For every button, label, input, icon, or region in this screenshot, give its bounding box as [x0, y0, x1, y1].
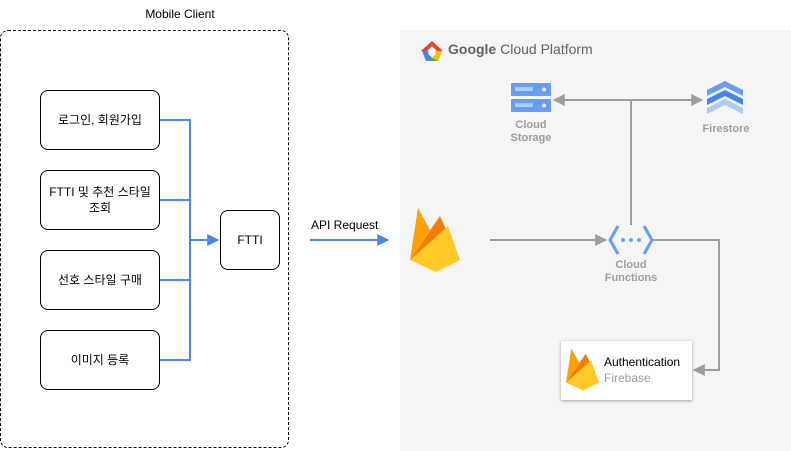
feature-purchase-label: 선호 스타일 구매 [58, 273, 142, 287]
feature-image-box[interactable]: 이미지 등록 [40, 330, 160, 390]
cloud-functions-label: Cloud Functions [604, 259, 658, 284]
feature-login-box[interactable]: 로그인, 회원가입 [40, 90, 160, 150]
feature-browse-box[interactable]: FTTI 및 추천 스타일 조회 [40, 170, 160, 230]
api-request-label: API Request [311, 218, 379, 232]
gcp-connectors [490, 94, 720, 376]
ftti-app-label: FTTI [237, 233, 263, 247]
feature-image-label: 이미지 등록 [70, 353, 130, 367]
cloud-functions-icon [608, 225, 654, 255]
cloud-storage-label: Cloud Storage [510, 119, 552, 144]
connector-login-to-ftti [160, 119, 220, 246]
connector-image-to-ftti [160, 240, 191, 361]
feature-purchase-box[interactable]: 선호 스타일 구매 [40, 250, 160, 310]
connector-browse-to-ftti [160, 199, 191, 240]
feature-login-label: 로그인, 회원가입 [58, 113, 142, 127]
gcp-title: Google Cloud Platform [448, 41, 593, 57]
firebase-icon [410, 208, 460, 272]
mobile-client-title: Mobile Client [145, 7, 215, 21]
authentication-title: Authentication [604, 355, 681, 369]
firestore-icon [707, 81, 743, 114]
mobile-client-frame [0, 30, 289, 448]
gcp-logo-icon [421, 41, 443, 61]
authentication-subtitle: Firebase [604, 371, 651, 385]
client-connectors [160, 119, 390, 361]
firestore-label: Firestore [702, 123, 750, 135]
firebase-auth-icon [566, 348, 599, 391]
ftti-app-box[interactable]: FTTI [220, 210, 280, 270]
connector-functions-to-auth [651, 239, 720, 376]
cloud-storage-icon [511, 83, 551, 112]
gcp-title-brand: Google [448, 41, 497, 57]
connector-purchase-to-ftti [160, 240, 191, 281]
gcp-title-rest: Cloud Platform [496, 41, 593, 57]
feature-browse-label: FTTI 및 추천 스타일 조회 [49, 185, 151, 215]
